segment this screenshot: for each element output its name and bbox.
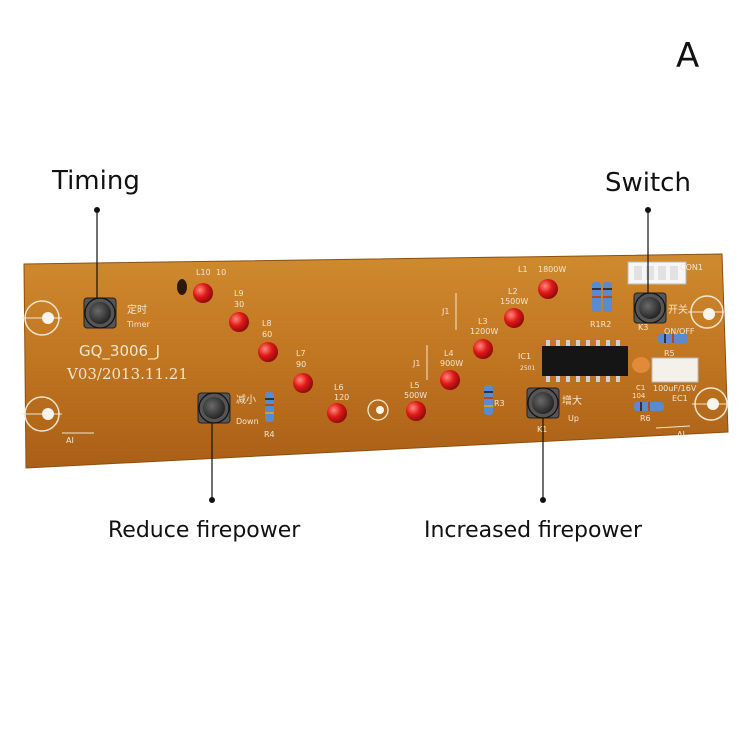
led-l4 [440, 370, 460, 390]
led-l10 [193, 283, 213, 303]
led-value-label: 90 [296, 360, 306, 369]
led-ref-label: L3 [478, 317, 488, 326]
led-value-label: 10 [216, 268, 226, 277]
led-value-label: 1800W [538, 265, 566, 274]
led-value-label: 900W [440, 359, 463, 368]
led-ref-label: L6 [334, 383, 344, 392]
connector [627, 261, 687, 285]
jumper-label-a: J1 [441, 307, 449, 316]
led-ref-label: L8 [262, 319, 272, 328]
ai-label-right: AI [677, 430, 685, 439]
callout-timing: Timing [52, 166, 140, 196]
led-ref-label: L9 [234, 289, 244, 298]
cap-ref-label: EC1 [672, 394, 688, 403]
led-ref-label: L10 [196, 268, 211, 277]
timer-label-en: Timer [126, 320, 151, 329]
switch-label-cn: 开关 [668, 303, 688, 316]
ic-part-label: 2501 [520, 365, 535, 372]
down-label-cn: 减小 [236, 394, 256, 406]
led-value-label: 60 [262, 330, 272, 339]
jumper-label-b: J1 [412, 359, 420, 368]
timer-label-cn: 定时 [127, 303, 147, 316]
k1-label: K1 [537, 425, 547, 434]
led-l8 [258, 342, 278, 362]
down-label-en: Down [236, 417, 259, 426]
led-value-label: 30 [234, 300, 244, 309]
up-label-cn: 增大 [562, 394, 582, 407]
ic-label: IC1 [518, 352, 531, 361]
switch-button [633, 292, 667, 324]
callout-reduce-firepower: Reduce firepower [108, 518, 301, 543]
led-l3 [473, 339, 493, 359]
resistor-r3 [484, 385, 493, 415]
k3-label: K3 [638, 323, 648, 332]
ic-chip [542, 340, 628, 382]
led-ref-label: L4 [444, 349, 454, 358]
ai-label-left: AI [66, 436, 74, 445]
resistor-r5 [658, 334, 688, 343]
r5-label: R5 [664, 349, 675, 358]
pcb-hole [177, 279, 187, 295]
led-value-label: 120 [334, 393, 349, 402]
callout-increase-firepower: Increased firepower [424, 518, 643, 543]
led-l5 [406, 401, 426, 421]
led-ref-label: L7 [296, 349, 306, 358]
r4-label: R4 [264, 430, 275, 439]
led-l2 [504, 308, 524, 328]
ai-arrow-right [655, 425, 691, 429]
led-value-label: 1500W [500, 297, 528, 306]
led-ref-label: L5 [410, 381, 420, 390]
led-value-label: 1200W [470, 327, 498, 336]
callout-lines [84, 207, 666, 504]
mounting-hole-left-top [22, 300, 62, 336]
ceramic-capacitor [632, 357, 650, 373]
resistor-r6 [634, 402, 664, 411]
resistor-r1 [592, 282, 601, 312]
board-model: GQ_3006_J [79, 342, 160, 361]
mounting-hole-left-bottom [22, 396, 62, 432]
up-label-en: Up [568, 414, 579, 423]
r104-label: 104 [632, 392, 646, 400]
led-l6 [327, 403, 347, 423]
led-value-label: 500W [404, 391, 427, 400]
led-l7 [293, 373, 313, 393]
resistor-r2 [603, 282, 612, 312]
r1r2-label: R1R2 [590, 320, 611, 329]
mounting-hole-center [367, 399, 389, 421]
cap-label: 100uF/16V [653, 384, 697, 393]
switch-label-en: ON/OFF [664, 327, 695, 336]
led-ref-label: L1 [518, 265, 528, 274]
led-l9 [229, 312, 249, 332]
mounting-hole-right-top [688, 295, 724, 329]
mounting-hole-right-bottom [692, 387, 728, 421]
board-version: V03/2013.11.21 [66, 365, 188, 383]
callout-switch: Switch [605, 168, 691, 198]
r6-label: R6 [640, 414, 651, 423]
electrolytic-capacitor [651, 357, 699, 383]
led-ref-label: L2 [508, 287, 518, 296]
led-l1 [538, 279, 558, 299]
c1-label: C1 [636, 384, 645, 392]
connector-label: CON1 [680, 263, 703, 272]
r3-label: R3 [494, 399, 505, 408]
resistor-r4 [265, 392, 274, 422]
corner-letter: A [676, 36, 700, 76]
